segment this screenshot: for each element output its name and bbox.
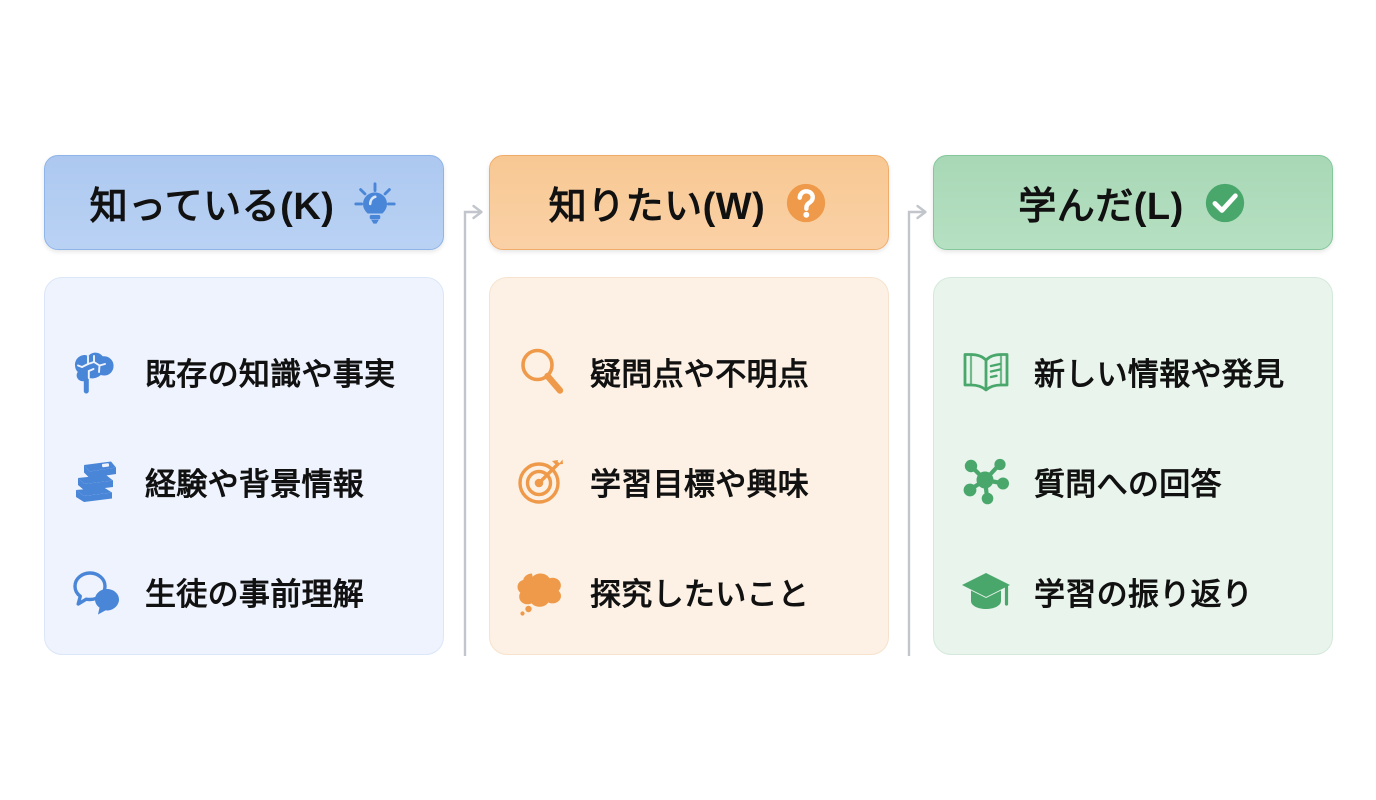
open-book-icon	[963, 353, 1009, 392]
graduation-cap-icon	[962, 573, 1010, 609]
list-item-label: 疑問点や不明点	[590, 356, 810, 392]
kwl-column-l: 学んだ(L) 新しい情報や発見	[933, 155, 1333, 655]
list-item[interactable]: 学習の振り返り	[934, 536, 1332, 646]
brain-icon	[75, 352, 114, 394]
list-item[interactable]: 既存の知識や事実	[45, 316, 443, 426]
column-header-w[interactable]: 知りたい(W)	[489, 155, 889, 250]
column-body-k: 既存の知識や事実 経験や背景情報	[44, 277, 444, 655]
list-item[interactable]: 学習目標や興味	[490, 426, 888, 536]
list-item-label: 学習目標や興味	[590, 466, 810, 502]
check-circle-icon	[1205, 183, 1244, 222]
column-header-l[interactable]: 学んだ(L)	[933, 155, 1333, 250]
magnifier-icon	[521, 348, 564, 394]
list-item-label: 既存の知識や事実	[145, 356, 396, 392]
list-item-label: 探究したいこと	[590, 576, 810, 612]
list-item-label: 学習の振り返り	[1034, 576, 1254, 612]
books-icon	[76, 461, 116, 502]
list-item-label: 質問への回答	[1034, 466, 1222, 502]
list-item[interactable]: 疑問点や不明点	[490, 316, 888, 426]
list-item[interactable]: 質問への回答	[934, 426, 1332, 536]
lightbulb-icon	[354, 181, 397, 224]
list-item[interactable]: 経験や背景情報	[45, 426, 443, 536]
list-item-label: 経験や背景情報	[145, 466, 365, 502]
target-icon	[518, 459, 563, 504]
list-item[interactable]: 生徒の事前理解	[45, 536, 443, 646]
list-item-label: 生徒の事前理解	[145, 576, 365, 612]
kwl-column-k: 知っている(K)	[44, 155, 444, 655]
list-item-label: 新しい情報や発見	[1034, 356, 1285, 392]
elbow-arrow-icon	[907, 204, 927, 656]
column-body-l: 新しい情報や発見	[933, 277, 1333, 655]
question-circle-icon	[787, 183, 826, 222]
elbow-arrow-icon	[463, 204, 483, 656]
thought-cloud-icon	[517, 573, 561, 616]
network-node-icon	[963, 458, 1009, 505]
column-header-k[interactable]: 知っている(K)	[44, 155, 444, 250]
column-header-title-l: 学んだ(L)	[1018, 186, 1184, 228]
column-header-title-k: 知っている(K)	[89, 186, 335, 228]
list-item[interactable]: 新しい情報や発見	[934, 316, 1332, 426]
speech-bubbles-icon	[73, 571, 119, 615]
list-item[interactable]: 探究したいこと	[490, 536, 888, 646]
column-header-title-w: 知りたい(W)	[548, 186, 766, 228]
column-body-w: 疑問点や不明点 学習目標や興味 探究し	[489, 277, 889, 655]
kwl-column-w: 知りたい(W) 疑問点や不明点	[489, 155, 889, 655]
